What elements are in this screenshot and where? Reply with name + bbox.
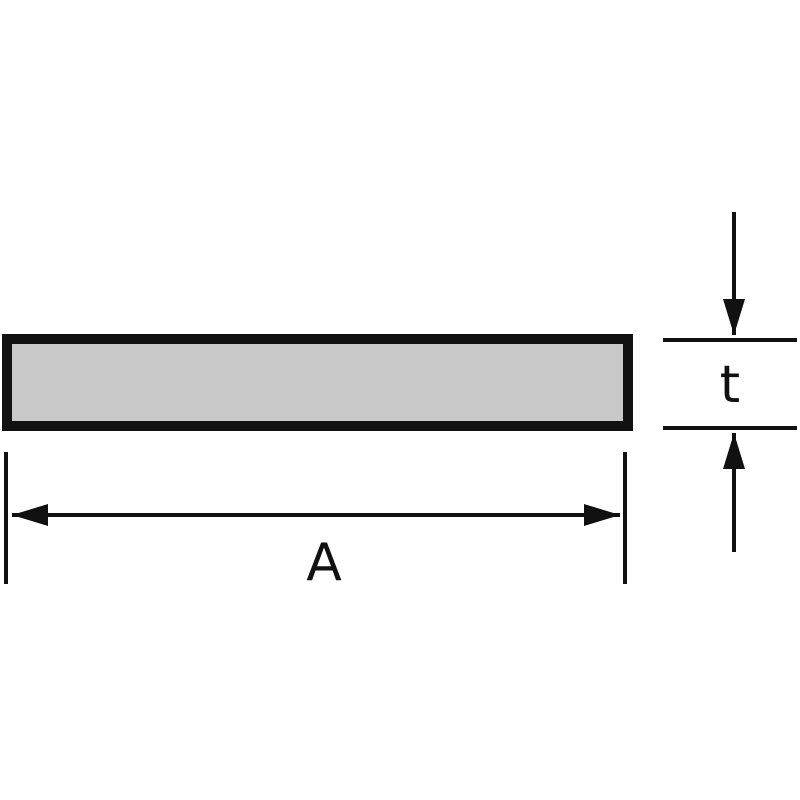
- bar-cross-section: [2, 334, 633, 431]
- width-label: A: [306, 533, 342, 593]
- thickness-label: t: [720, 355, 740, 415]
